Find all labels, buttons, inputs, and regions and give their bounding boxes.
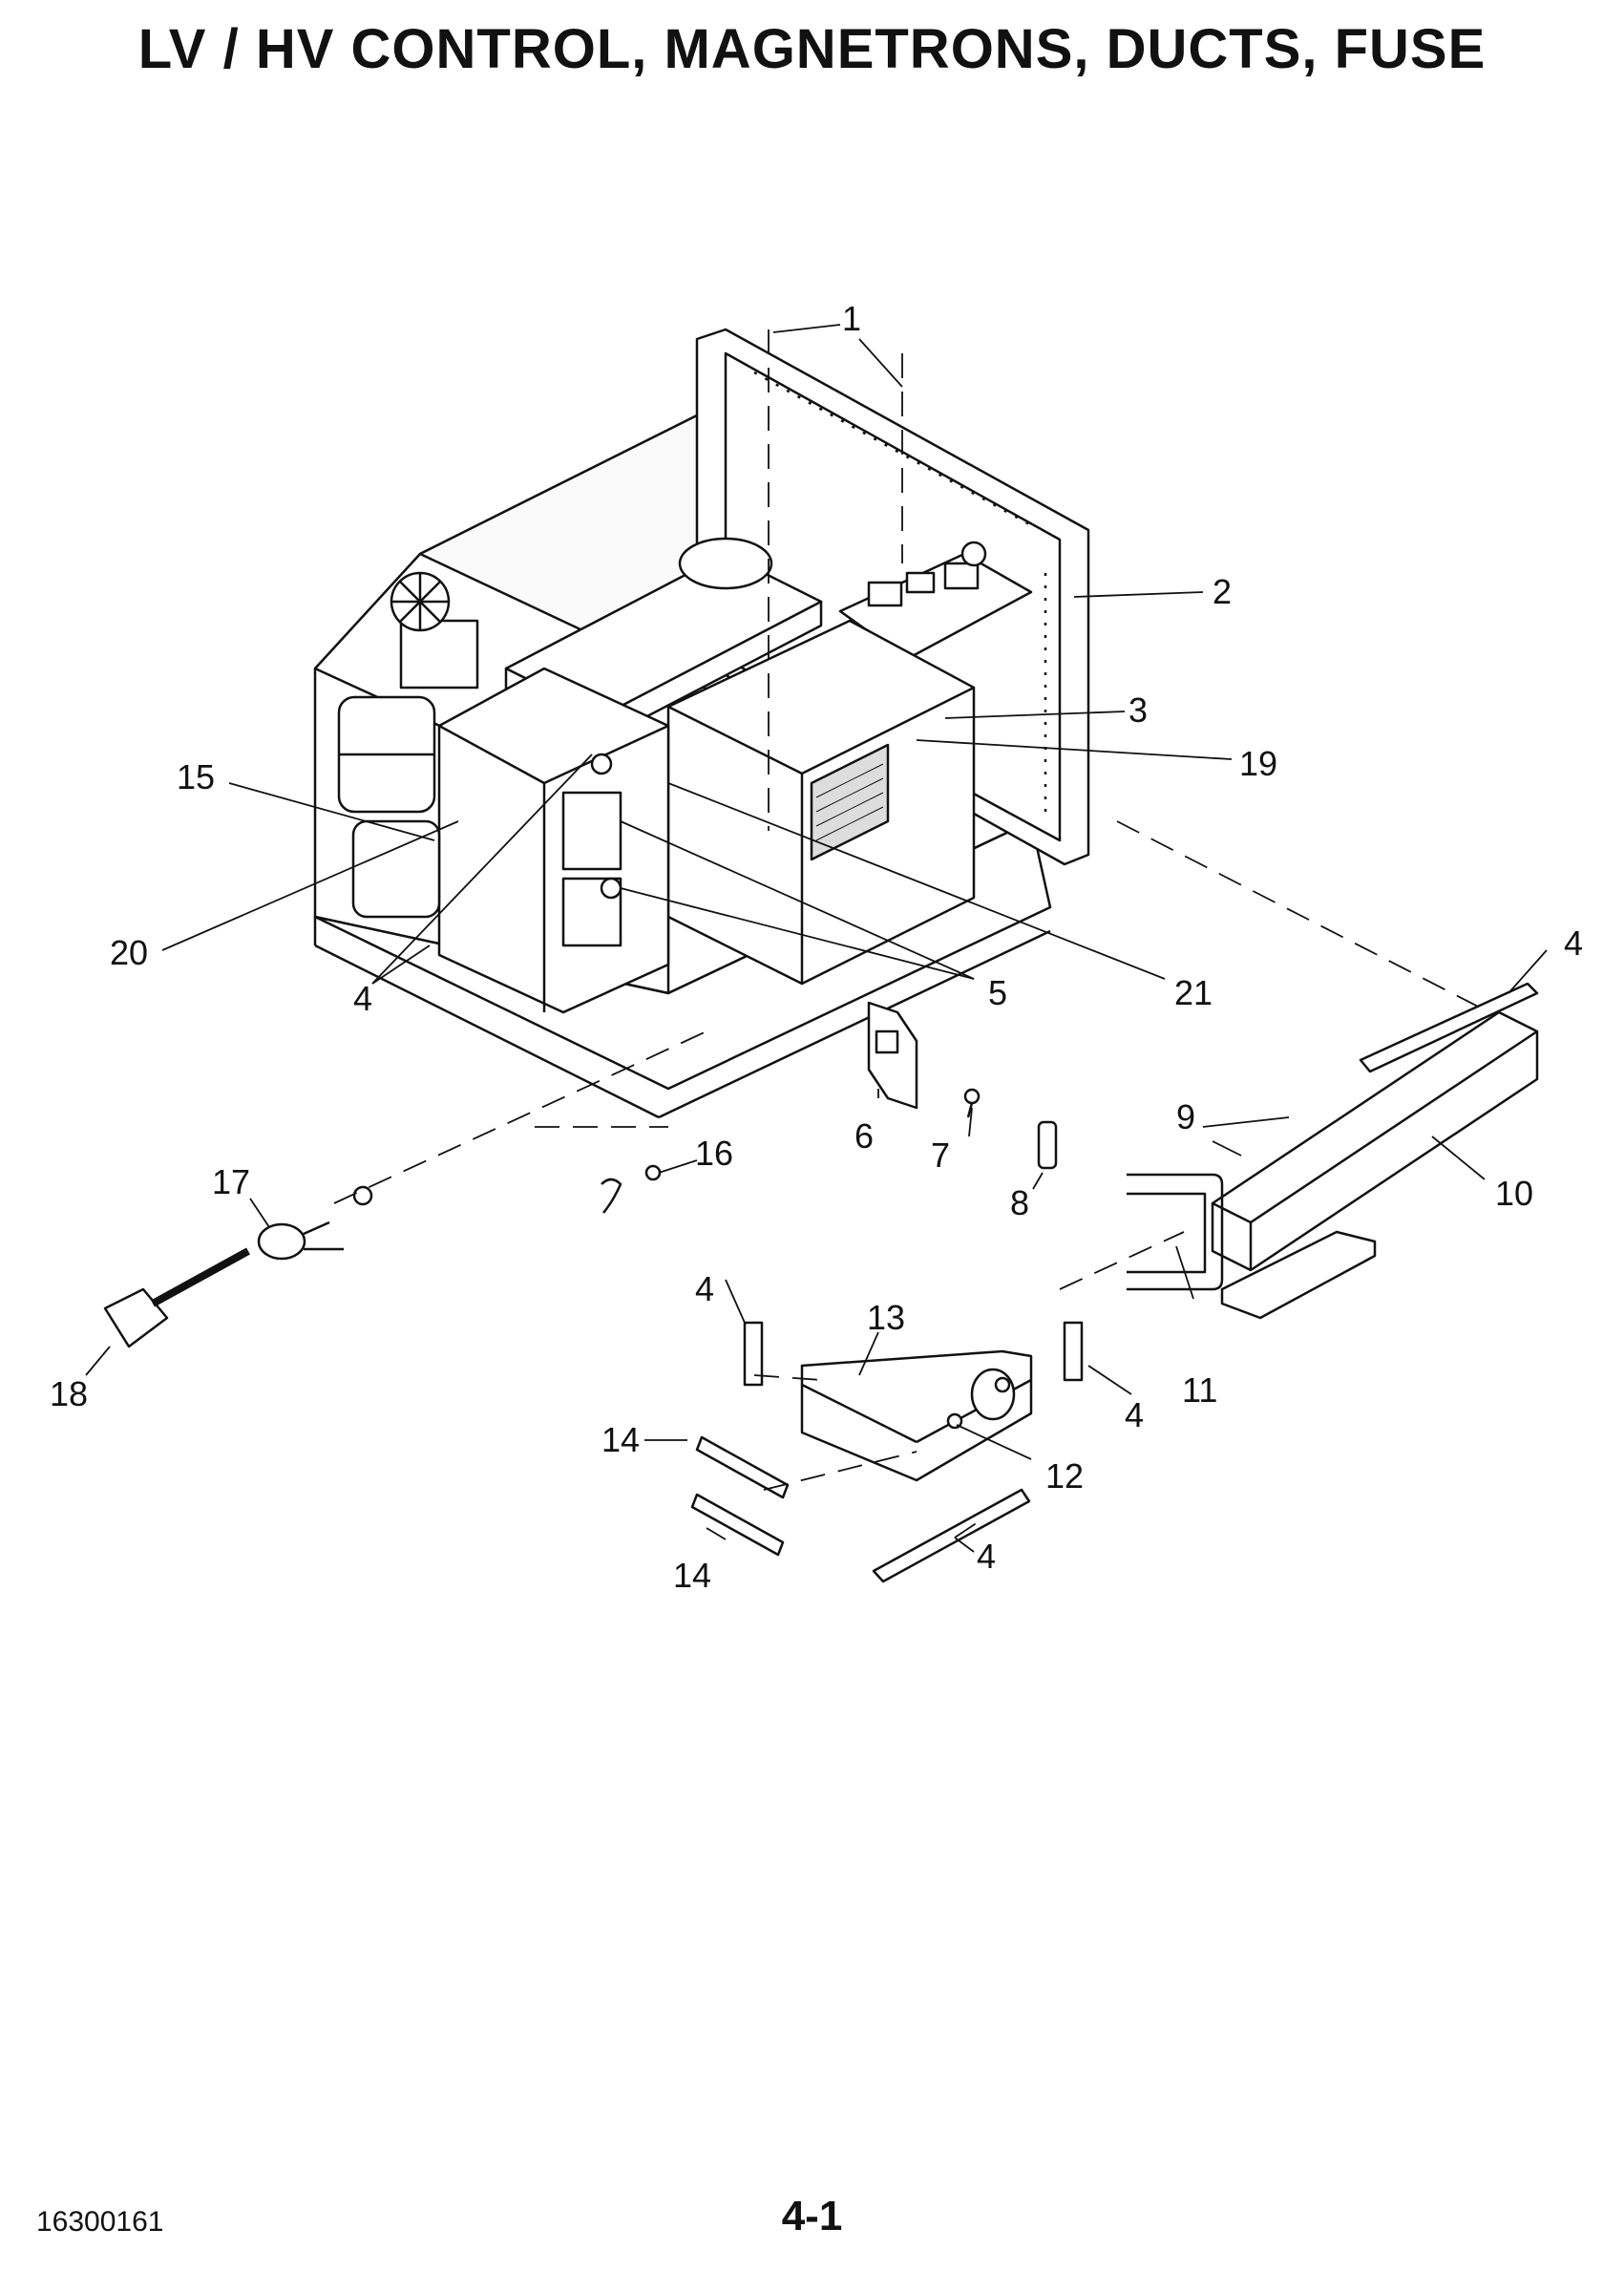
callout-14-lower: 14	[673, 1556, 711, 1595]
callout-5: 5	[988, 973, 1007, 1012]
part-17-strain-relief	[257, 1185, 373, 1261]
part-6-bracket	[867, 1001, 918, 1110]
part-16-clip	[601, 1164, 662, 1214]
callout-21: 21	[1174, 973, 1213, 1012]
callout-9: 9	[1176, 1097, 1195, 1136]
part-7-screw	[963, 1088, 981, 1118]
page-number: 4-1	[781, 2193, 843, 2239]
callout-14-upper: 14	[601, 1420, 640, 1459]
callout-6: 6	[854, 1116, 874, 1156]
part-11-duct	[1127, 1173, 1224, 1291]
callout-20: 20	[110, 933, 148, 972]
alignment-lines	[333, 329, 1490, 1539]
fan-motor	[390, 571, 479, 690]
callout-3: 3	[1128, 690, 1148, 730]
callout-labels: 1 2 3 19 15 20 4 5 21 4 9 10 16 17 6 7 8…	[50, 299, 1583, 1595]
callout-10: 10	[1495, 1174, 1533, 1213]
callout-8: 8	[1010, 1183, 1029, 1222]
leader-lines	[85, 324, 1548, 1553]
part-10-duct	[1211, 1010, 1539, 1320]
callout-16: 16	[695, 1134, 733, 1173]
callout-4-top-left: 4	[353, 979, 372, 1018]
page-title: LV / HV CONTROL, MAGNETRONS, DUCTS, FUSE	[137, 18, 1487, 80]
callout-4-bottom: 4	[977, 1537, 996, 1576]
callout-15: 15	[177, 757, 215, 796]
part-18-plug	[103, 1247, 250, 1348]
callout-11: 11	[1182, 1370, 1217, 1410]
gasket-strips	[690, 982, 1539, 1583]
document-number: 16300161	[36, 2206, 164, 2238]
callout-17: 17	[212, 1162, 250, 1201]
callout-7: 7	[931, 1135, 950, 1175]
callout-13: 13	[867, 1298, 905, 1337]
callout-4-mid: 4	[695, 1269, 714, 1308]
callout-2: 2	[1213, 572, 1232, 611]
callout-4-mid-right: 4	[1125, 1395, 1144, 1434]
transformer	[337, 695, 441, 919]
control-board	[838, 541, 1033, 661]
callout-18: 18	[50, 1374, 88, 1413]
callout-1: 1	[842, 299, 861, 338]
callout-4-right: 4	[1564, 923, 1583, 963]
magnetron-housing	[437, 667, 670, 1014]
part-8-fuse	[1037, 1120, 1058, 1170]
part-13-duct	[800, 1349, 1033, 1482]
callout-19: 19	[1239, 744, 1277, 783]
callout-12: 12	[1045, 1456, 1084, 1496]
